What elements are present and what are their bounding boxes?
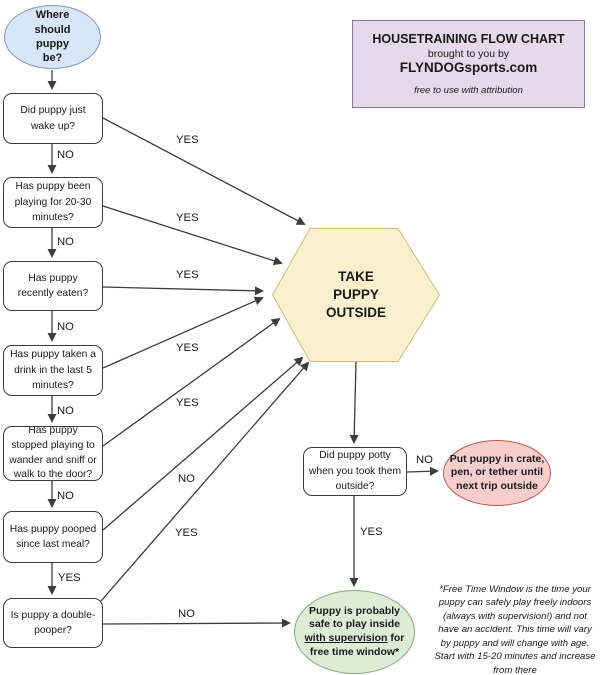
edge-label-q8-yes: YES bbox=[360, 526, 383, 538]
title-box: HOUSETRAINING FLOW CHART brought to you … bbox=[352, 20, 585, 108]
edge-label-q3-no: NO bbox=[57, 321, 74, 333]
chart-title: HOUSETRAINING FLOW CHART bbox=[372, 32, 565, 46]
start-text: Where should puppy be? bbox=[34, 9, 71, 65]
question-text: Has puppy stopped playing to wander and … bbox=[9, 424, 97, 481]
question-text: Has puppy pooped since last meal? bbox=[9, 523, 97, 550]
success-text: Puppy is probably safe to play inside wi… bbox=[298, 605, 411, 660]
hexagon-label: TAKE PUPPY OUTSIDE bbox=[325, 268, 386, 321]
question-wake-up: Did puppy just wake up? bbox=[3, 93, 103, 144]
question-text: Did puppy just wake up? bbox=[20, 105, 86, 132]
edge-label-q1-no: NO bbox=[57, 149, 74, 161]
edge-q4-hex bbox=[102, 296, 264, 369]
success-text-post: for free time window* bbox=[309, 632, 405, 658]
edge-label-q7-no: NO bbox=[178, 608, 195, 620]
question-did-puppy-potty: Did puppy potty when you took them outsi… bbox=[303, 447, 407, 496]
edge-q8-fail bbox=[406, 466, 439, 476]
edge-label-q7-yes: YES bbox=[175, 527, 198, 539]
success-text-underlined: with supervision bbox=[304, 632, 388, 644]
edge-label-q6-yes: YES bbox=[58, 572, 81, 584]
question-drink-5-minutes: Has puppy taken a drink in the last 5 mi… bbox=[3, 345, 103, 396]
question-recently-eaten: Has puppy recently eaten? bbox=[3, 261, 103, 311]
brand-name: FLYNDOGsports.com bbox=[399, 60, 538, 75]
edge-label-q3-yes: YES bbox=[176, 269, 199, 281]
license-note: free to use with attribution bbox=[414, 85, 523, 96]
success-text-pre: Puppy is probably safe to play inside bbox=[308, 604, 401, 631]
hexagon-shape bbox=[272, 228, 440, 362]
question-pooped-since-meal: Has puppy pooped since last meal? bbox=[3, 511, 103, 563]
chart-subtitle: brought to you by bbox=[427, 48, 510, 60]
edge-label-q4-no: NO bbox=[57, 405, 74, 417]
question-text: Is puppy a double-pooper? bbox=[10, 609, 96, 636]
question-text: Has puppy taken a drink in the last 5 mi… bbox=[10, 349, 96, 392]
edge-q7-success bbox=[102, 618, 291, 628]
edge-label-q4-yes: YES bbox=[176, 342, 199, 354]
edge-label-q2-no: NO bbox=[57, 236, 74, 248]
fail-ellipse-crate: Put puppy in crate, pen, or tether until… bbox=[443, 440, 551, 506]
question-text: Did puppy potty when you took them outsi… bbox=[308, 450, 402, 493]
question-text: Has puppy recently eaten? bbox=[17, 272, 89, 299]
edge-label-q8-no: NO bbox=[416, 454, 433, 466]
start-ellipse: Where should puppy be? bbox=[4, 5, 101, 69]
question-double-pooper: Is puppy a double-pooper? bbox=[3, 598, 103, 648]
take-puppy-outside-hexagon: TAKE PUPPY OUTSIDE bbox=[272, 228, 440, 362]
edge-q5-hex bbox=[102, 317, 281, 447]
free-time-window-footnote: *Free Time Window is the time your puppy… bbox=[434, 584, 596, 675]
edge-q1-hex bbox=[102, 117, 306, 225]
question-wander-sniff-door: Has puppy stopped playing to wander and … bbox=[3, 424, 103, 481]
edge-hex-q8 bbox=[349, 361, 359, 444]
hexagon-label-wrap: TAKE PUPPY OUTSIDE bbox=[272, 228, 440, 362]
question-text: Has puppy been playing for 20-30 minutes… bbox=[14, 181, 92, 224]
edge-label-q5-no: NO bbox=[57, 490, 74, 502]
edge-label-q1-yes: YES bbox=[176, 134, 199, 146]
success-ellipse-free-play: Puppy is probably safe to play inside wi… bbox=[294, 590, 415, 674]
edge-q7-hex bbox=[100, 361, 310, 602]
fail-text: Put puppy in crate, pen, or tether until… bbox=[449, 453, 545, 492]
edge-label-q5-yes: YES bbox=[176, 397, 199, 409]
edge-label-q2-yes: YES bbox=[176, 212, 199, 224]
edge-q3-hex bbox=[102, 286, 264, 296]
edge-label-q6-no: NO bbox=[178, 473, 195, 485]
question-playing-20-30: Has puppy been playing for 20-30 minutes… bbox=[3, 177, 103, 228]
edge-q6-hex bbox=[102, 356, 304, 531]
